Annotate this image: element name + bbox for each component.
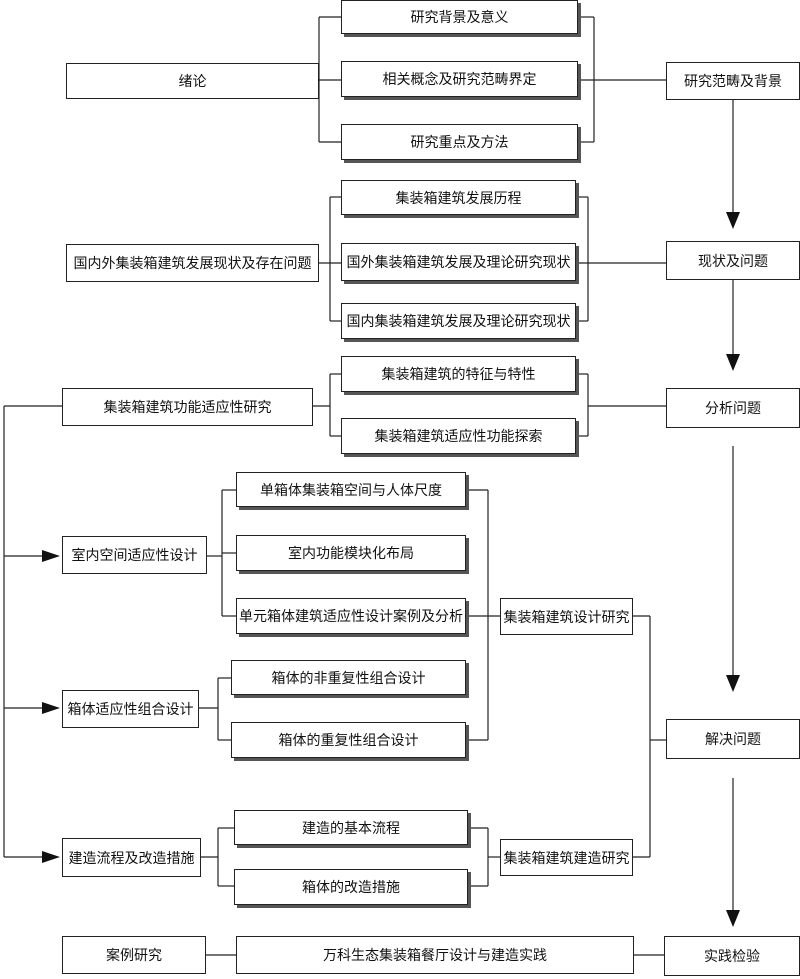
box-status-issues: 现状及问题 bbox=[666, 241, 800, 280]
box-basic-process: 建造的基本流程 bbox=[234, 810, 468, 845]
box-design-study: 集装箱建筑设计研究 bbox=[500, 598, 633, 635]
box-practice-test: 实践检验 bbox=[664, 936, 800, 976]
box-unit-case-analysis: 单元箱体建筑适应性设计案例及分析 bbox=[236, 598, 466, 634]
box-repetitive-combo: 箱体的重复性组合设计 bbox=[231, 722, 466, 758]
box-features-characteristics: 集装箱建筑的特征与特性 bbox=[341, 356, 576, 392]
box-function-adaptability: 集装箱建筑功能适应性研究 bbox=[62, 388, 313, 426]
box-vanke-case: 万科生态集装箱餐厅设计与建造实践 bbox=[236, 936, 634, 974]
box-container-modification: 箱体的改造措施 bbox=[234, 869, 468, 905]
box-research-background: 研究背景及意义 bbox=[341, 0, 578, 34]
box-interior-design: 室内空间适应性设计 bbox=[62, 536, 207, 574]
box-non-repetitive-combo: 箱体的非重复性组合设计 bbox=[231, 660, 466, 695]
box-construction-study: 集装箱建筑建造研究 bbox=[500, 839, 633, 876]
box-construction-process: 建造流程及改造措施 bbox=[62, 838, 201, 877]
box-function-exploration: 集装箱建筑适应性功能探索 bbox=[341, 418, 576, 454]
box-scope-background: 研究范畴及背景 bbox=[666, 62, 800, 100]
box-status-problems: 国内外集装箱建筑发展现状及存在问题 bbox=[66, 244, 319, 282]
box-domestic-development: 国内集装箱建筑发展及理论研究现状 bbox=[341, 303, 576, 339]
box-development-history: 集装箱建筑发展历程 bbox=[341, 180, 576, 215]
box-combination-design: 箱体适应性组合设计 bbox=[62, 690, 199, 728]
box-case-study: 案例研究 bbox=[62, 936, 206, 974]
intro-box: 绪论 bbox=[66, 63, 319, 99]
box-solve-problem: 解决问题 bbox=[666, 719, 800, 759]
box-focus-methods: 研究重点及方法 bbox=[341, 124, 578, 160]
box-single-container-scale: 单箱体集装箱空间与人体尺度 bbox=[236, 472, 466, 507]
box-foreign-development: 国外集装箱建筑发展及理论研究现状 bbox=[341, 243, 576, 281]
box-analyze-problem: 分析问题 bbox=[666, 388, 800, 428]
box-concepts-scope: 相关概念及研究范畴界定 bbox=[341, 61, 578, 97]
box-modular-layout: 室内功能模块化布局 bbox=[236, 535, 466, 571]
